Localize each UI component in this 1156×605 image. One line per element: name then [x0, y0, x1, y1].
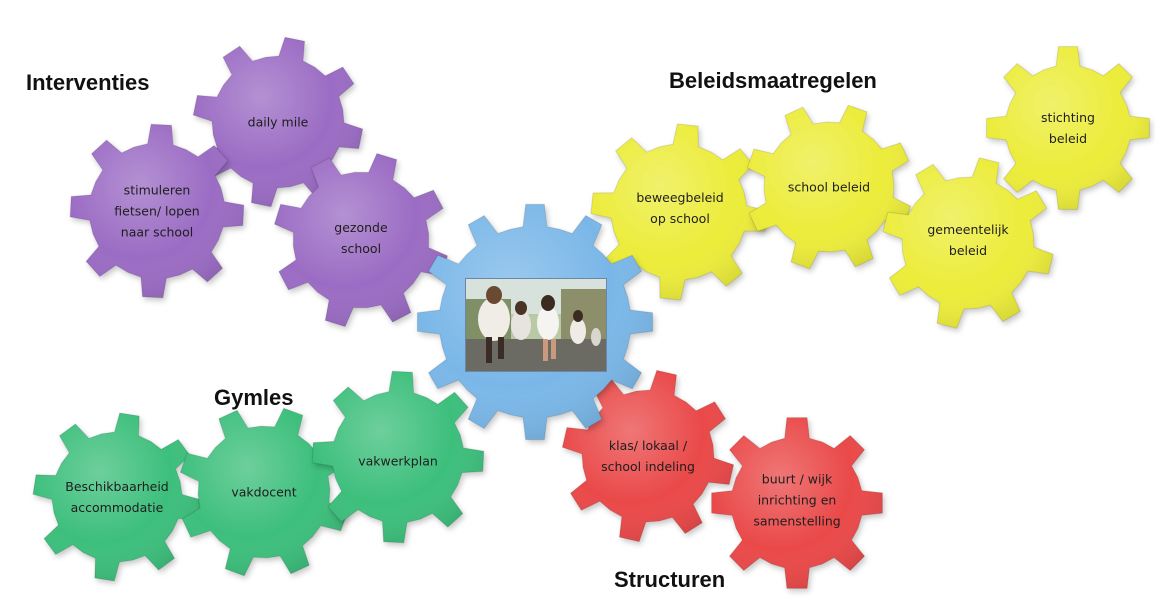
gear-gezonde-school-sheen	[274, 153, 448, 327]
gear-gemeentelijk-beleid	[882, 157, 1054, 329]
gear-label-gezonde-school: gezonde school	[334, 220, 388, 256]
gear-buurt-wijk-sheen	[711, 417, 883, 589]
gear-label-gemeentelijk-beleid: gemeentelijk beleid	[927, 222, 1009, 258]
gear-label-beschikbaarheid: Beschikbaarheid accommodatie	[65, 479, 169, 515]
gear-beweegbeleid-sheen	[591, 124, 767, 300]
gear-klas-lokaal-sheen	[562, 370, 734, 542]
gear-school-beleid-sheen	[747, 105, 911, 269]
heading-interventies: Interventies	[26, 70, 150, 95]
gear-label-school-beleid: school beleid	[787, 179, 871, 195]
gear-label-stichting-beleid: stichting beleid	[1041, 110, 1095, 146]
gear-vakwerkplan-sheen	[312, 371, 484, 543]
gear-gezonde-school	[273, 152, 449, 328]
heading-structuren: Structuren	[614, 567, 726, 592]
gear-school-beleid	[746, 104, 912, 270]
heading-beleidsmaatregelen: Beleidsmaatregelen	[669, 68, 877, 93]
children-running-photo	[465, 278, 607, 372]
gear-stimuleren-sheen	[70, 124, 244, 298]
gear-label-vakdocent: vakdocent	[231, 484, 297, 500]
gear-stimuleren	[69, 123, 245, 299]
gear-beschikbaarheid	[32, 412, 202, 582]
gear-vakdocent	[179, 407, 349, 577]
gear-klas-lokaal	[561, 369, 735, 543]
heading-gymles: Gymles	[214, 385, 294, 410]
gear-label-klas-lokaal: klas/ lokaal / school indeling	[601, 438, 695, 474]
gear-beschikbaarheid-sheen	[33, 413, 201, 581]
gear-label-beweegbeleid: beweegbeleid op school	[636, 190, 724, 226]
gear-gemeentelijk-beleid-sheen	[882, 157, 1054, 329]
gear-buurt-wijk	[711, 417, 883, 589]
gear-label-vakwerkplan: vakwerkplan	[358, 453, 438, 469]
gear-vakdocent-sheen	[180, 408, 348, 576]
gear-stichting-beleid-sheen	[986, 46, 1150, 210]
gear-label-stimuleren: stimuleren fietsen/ lopen naar school	[114, 182, 200, 240]
gear-label-daily-mile: daily mile	[247, 114, 309, 130]
gear-beweegbeleid	[590, 123, 768, 301]
gear-stichting-beleid	[986, 46, 1150, 210]
gear-label-buurt-wijk: buurt / wijk inrichting en samenstelling	[753, 471, 841, 529]
gear-vakwerkplan	[311, 370, 485, 544]
